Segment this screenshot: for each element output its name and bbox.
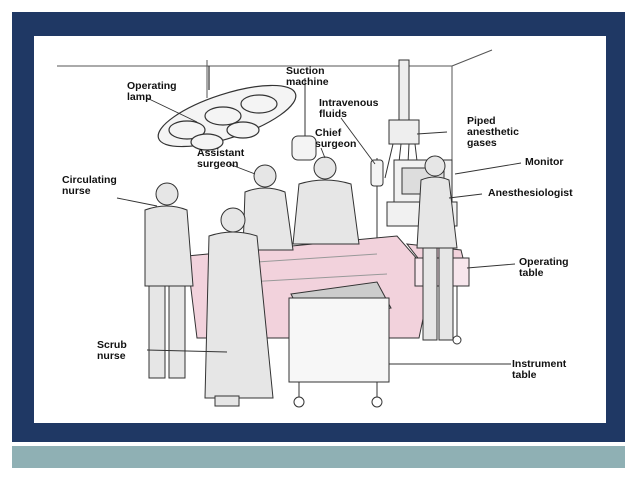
label-assistant-surgeon: Assistant surgeon <box>197 147 245 170</box>
label-piped-anesthetic-gases: Piped anesthetic gases <box>467 115 519 149</box>
label-anesthesiologist: Anesthesiologist <box>488 187 573 199</box>
label-chief-surgeon: Chief surgeon <box>315 127 357 150</box>
label-intravenous-fluids: Intravenous fluids <box>319 97 379 120</box>
label-circulating-nurse: Circulating nurse <box>62 174 117 197</box>
label-operating-table: Operating table <box>519 256 569 279</box>
instrument-table <box>288 281 392 408</box>
operating-room-illustration <box>37 38 605 422</box>
label-operating-lamp: Operating lamp <box>127 80 177 103</box>
label-scrub-nurse: Scrub nurse <box>97 339 127 362</box>
suction-machine <box>291 78 317 161</box>
anesthesiologist-figure <box>416 155 458 341</box>
scrub-nurse-figure <box>204 207 274 407</box>
label-monitor: Monitor <box>525 156 564 168</box>
operating-lamp <box>157 66 297 151</box>
chief-surgeon-figure <box>292 156 360 245</box>
label-instrument-table: Instrument table <box>512 358 567 381</box>
leader-lines <box>116 86 522 365</box>
operating-room-drawing <box>57 49 522 408</box>
assistant-surgeon-figure <box>242 164 294 251</box>
bottom-band <box>12 446 625 468</box>
circulating-nurse-figure <box>144 182 194 379</box>
label-suction-machine: Suction machine <box>286 65 329 88</box>
